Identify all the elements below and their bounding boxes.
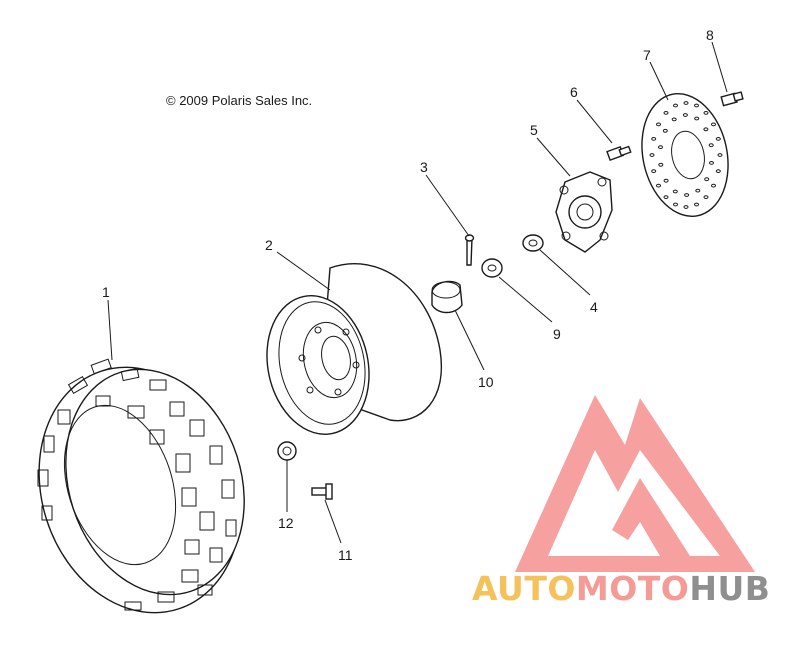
disc-hole [708,143,714,148]
disc-hole [662,128,668,133]
callout-11: 11 [338,547,353,563]
callout-4: 4 [590,299,598,315]
hub-bolt [606,145,632,161]
callout-2: 2 [265,237,273,253]
disc-hole [651,169,657,174]
cotter-pin [464,234,475,266]
disc-hole [673,202,678,207]
disc-hole [673,103,678,108]
disc-hole [683,101,689,105]
disc-hole [703,195,709,200]
hub [555,171,613,253]
watermark-hub: HUB [689,569,770,608]
disc-hole [711,122,716,127]
callout-9: 9 [553,326,561,342]
disc-hole [695,188,701,193]
disc-hole [709,161,714,165]
callout-5: 5 [530,122,538,138]
disc-hole [694,116,700,121]
callout-6: 6 [570,84,578,100]
washer [522,234,544,252]
callout-labels: 1 2 3 4 5 6 7 8 9 10 11 12 [102,27,714,563]
callout-7: 7 [643,47,651,63]
disc-hole [656,122,661,127]
disc-hole [715,137,721,141]
disc-hole [703,127,709,132]
disc-hole [663,195,669,200]
disc-hole [694,202,699,207]
castle-nut [481,258,503,278]
callout-3: 3 [420,159,428,175]
watermark-moto: MOTO [576,569,689,608]
disc-hole [658,145,663,150]
disc-hole [672,189,678,194]
disc-bolt [720,91,744,107]
disc-hole [683,205,689,209]
leader-lines [107,41,728,544]
disc-hole [682,113,688,117]
disc-hole [663,111,669,115]
wheel-stud [311,483,333,500]
disc-hole [694,103,699,108]
watermark-text: AUTOMOTOHUB [472,569,770,608]
disc-hole [717,153,723,157]
callout-12: 12 [278,515,294,531]
disc-hole [711,183,716,188]
disc-hole [656,183,661,188]
lug-nut [277,441,297,461]
copyright-text: © 2009 Polaris Sales Inc. [166,93,312,108]
disc-hole [658,162,664,167]
tire [37,358,245,614]
watermark-logo [515,395,755,572]
hub-cap [431,280,463,314]
disc-hole [703,111,709,115]
wheel [266,263,443,435]
callout-10: 10 [478,374,494,390]
disc-hole [649,153,655,157]
callout-8: 8 [706,27,714,43]
disc-hole [684,193,690,197]
disc-hole [671,117,677,122]
disc-hole [715,169,721,174]
watermark-auto: AUTO [472,569,576,608]
disc-hole [651,137,657,141]
disc-hole [704,177,710,182]
callout-1: 1 [102,284,110,300]
brake-disc [641,93,729,217]
disc-hole [663,178,669,183]
